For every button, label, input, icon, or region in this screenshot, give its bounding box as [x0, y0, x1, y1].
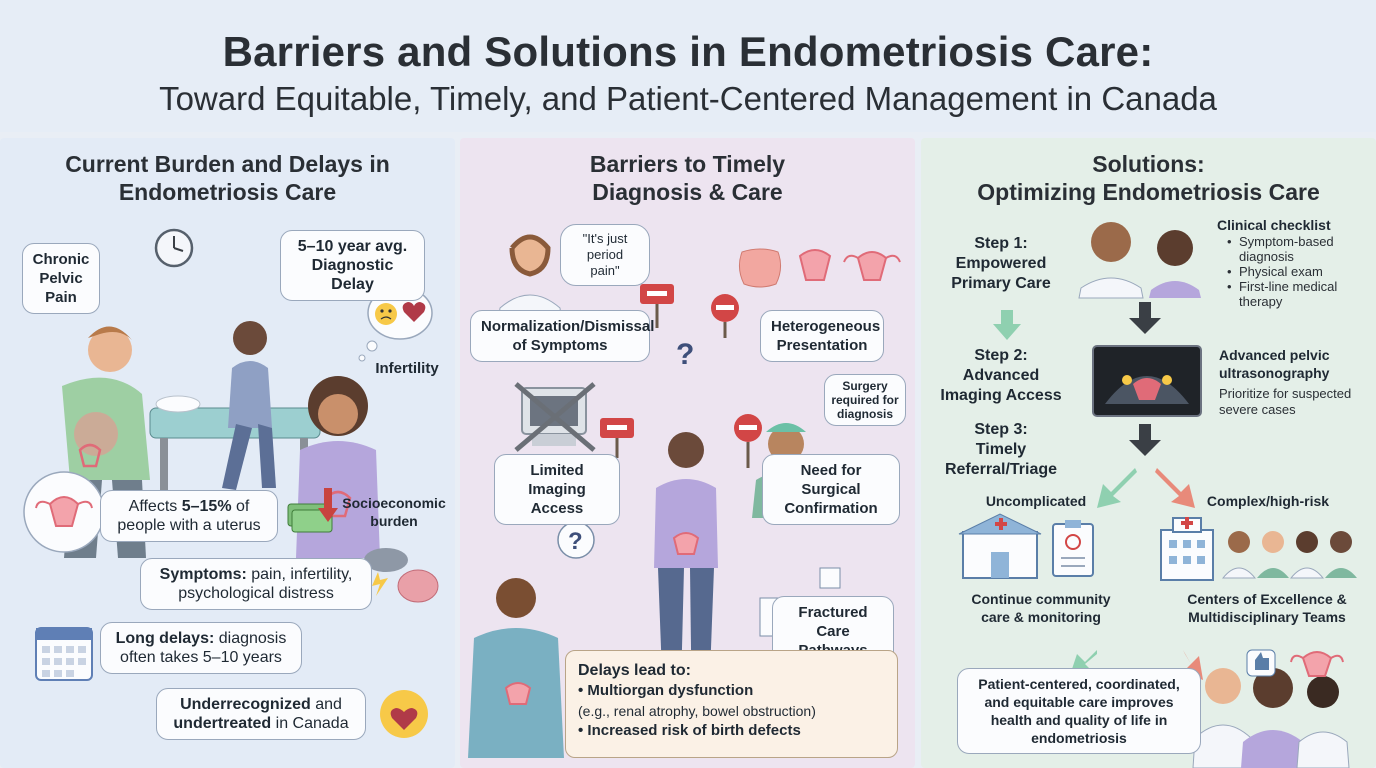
uterus-icon [1290, 651, 1344, 677]
complex-label: Complex/high-risk [1206, 493, 1330, 509]
panel-current-burden: Current Burden and Delays in Endometrios… [0, 138, 455, 768]
facts-icons [23, 471, 439, 738]
sad-broken-heart-icon [380, 690, 428, 738]
infertility-label: Infertility [375, 360, 439, 377]
panel-title: Current Burden and Delays in Endometrios… [65, 151, 390, 205]
calendar-icon [35, 627, 93, 681]
checklist-item: Symptom-based diagnosis [1227, 234, 1357, 264]
uterus-icon [78, 443, 102, 468]
long-delays-fact: Long delays: diagnosis often takes 5–10 … [100, 622, 302, 674]
delays-consequences: Delays lead to: • Multiorgan dysfunction… [565, 650, 898, 758]
uterus-icon [672, 532, 700, 555]
centers-label: Centers of Excellence &Multidisciplinary… [1187, 591, 1347, 625]
uterus-icon [843, 251, 901, 281]
page-subtitle: Toward Equitable, Timely, and Patient-Ce… [159, 80, 1217, 117]
brain-icon [397, 569, 439, 603]
question-mark-icon: ? [676, 338, 694, 371]
checklist-icon [1052, 520, 1094, 577]
prevalence-fact: Affects 5–15% of people with a uterus [100, 490, 278, 542]
question-mark-icon: ? [568, 528, 583, 555]
crying-face-icon [375, 303, 397, 325]
hospital-icon [1160, 517, 1214, 581]
outcome-box: Patient-centered, coordinated,and equita… [957, 668, 1201, 754]
stop-sign-icon [711, 294, 739, 338]
uterus-icon [504, 682, 532, 705]
checklist-item: Physical exam [1227, 264, 1357, 279]
uncomplicated-label: Uncomplicated [985, 493, 1087, 509]
header: Barriers and Solutions in Endometriosis … [0, 0, 1376, 132]
thumbs-up-icon [1246, 649, 1276, 677]
symptoms-fact: Symptoms: pain, infertility, psychologic… [140, 558, 372, 610]
intestine-icon [738, 248, 782, 288]
solutions-illustration [958, 222, 1357, 768]
stop-sign-icon [600, 418, 634, 458]
checklist-title: Clinical checklist [1217, 217, 1331, 233]
stop-sign-icon [640, 284, 674, 328]
clinic-icon [958, 513, 1042, 579]
panel-title: Solutions: Optimizing Endometriosis Care [977, 151, 1320, 205]
money-icon [287, 503, 333, 533]
checklist: Symptom-based diagnosis Physical exam Fi… [1227, 234, 1357, 309]
ultrasound-machine-icon [1092, 345, 1202, 417]
page-title: Barriers and Solutions in Endometriosis … [222, 28, 1154, 75]
uterus-icon [23, 471, 105, 553]
stop-sign-icon [734, 414, 762, 468]
panel-barriers: Barriers to Timely Diagnosis & Care [460, 138, 915, 768]
uterus-icon [798, 249, 832, 281]
checklist-item: First-line medical therapy [1227, 279, 1357, 309]
underrecognized-fact: Underrecognized and undertreated in Cana… [156, 688, 366, 740]
down-arrow-icon [318, 488, 338, 522]
broken-heart-icon [402, 302, 426, 322]
panel-title: Barriers to Timely Diagnosis & Care [589, 151, 786, 205]
diagnostic-delay-badge: 5–10 year avg.Diagnostic Delay [280, 230, 425, 301]
ultrasound-machine-icon [514, 382, 596, 452]
panel-solutions: Solutions: Optimizing Endometriosis Care [921, 138, 1376, 768]
clock-icon [154, 228, 194, 268]
storm-cloud-icon [364, 548, 408, 596]
